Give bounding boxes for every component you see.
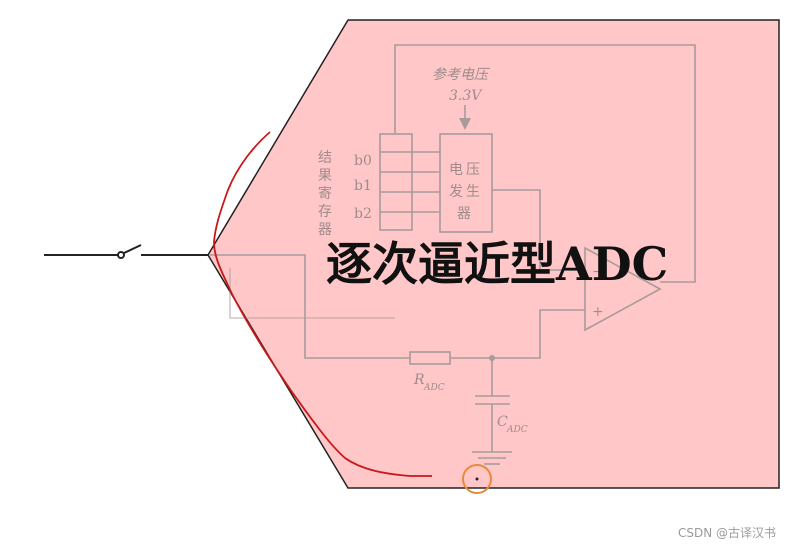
watermark: CSDN @古译汉书 bbox=[678, 525, 776, 540]
overlay-title: 逐次逼近型ADC bbox=[326, 237, 668, 291]
register-label-char-5: 器 bbox=[318, 222, 332, 238]
register-box bbox=[379, 133, 413, 231]
feedback-wire bbox=[394, 44, 696, 283]
generator-label-char-3: 发 bbox=[449, 184, 463, 200]
capacitor-label: C ADC bbox=[497, 414, 528, 435]
comparator-triangle bbox=[584, 246, 662, 332]
register-label-char-2: 果 bbox=[318, 168, 332, 184]
resistor-label-sub: ADC bbox=[423, 383, 445, 393]
reference-label: 参考电压 bbox=[432, 67, 491, 83]
input-switch bbox=[44, 244, 210, 259]
bit-label-b1: b1 bbox=[354, 178, 372, 194]
bit-label-b2: b2 bbox=[354, 206, 372, 222]
generator-label-char-5: 器 bbox=[457, 206, 471, 222]
generator-label-char-4: 生 bbox=[466, 184, 480, 200]
resistor-label: R ADC bbox=[413, 372, 445, 393]
switch-blade bbox=[123, 244, 142, 254]
bit-label-b0: b0 bbox=[354, 153, 372, 169]
register-label: 结 果 寄 存 器 bbox=[318, 150, 332, 238]
reference-value: 3.3V bbox=[449, 88, 483, 104]
switch-pivot bbox=[117, 251, 125, 259]
sample-input-wire bbox=[210, 254, 410, 359]
generator-box bbox=[439, 133, 493, 233]
comparator-minus-label: − bbox=[592, 264, 604, 280]
capacitor-label-sub: ADC bbox=[506, 425, 528, 435]
generator-output-wire bbox=[492, 189, 585, 271]
capacitor-label-main: C bbox=[497, 414, 508, 430]
reference-arrow-head bbox=[459, 118, 471, 130]
register-label-char-3: 寄 bbox=[318, 185, 332, 202]
comparator-plus-label: + bbox=[592, 304, 604, 320]
generator-label: 电 压 发 生 器 bbox=[449, 162, 480, 222]
red-annotation-stroke bbox=[213, 131, 432, 477]
register-input-wire bbox=[229, 268, 395, 319]
register-label-char-1: 结 bbox=[318, 150, 332, 166]
resistor-label-main: R bbox=[413, 372, 425, 388]
cursor-highlight-circle bbox=[462, 464, 492, 494]
generator-label-char-1: 电 bbox=[449, 162, 463, 178]
generator-label-char-2: 压 bbox=[466, 162, 480, 178]
register-label-char-4: 存 bbox=[318, 204, 332, 220]
highlight-region bbox=[207, 19, 780, 489]
cursor-dot bbox=[475, 477, 479, 481]
junction-dot bbox=[489, 355, 495, 361]
